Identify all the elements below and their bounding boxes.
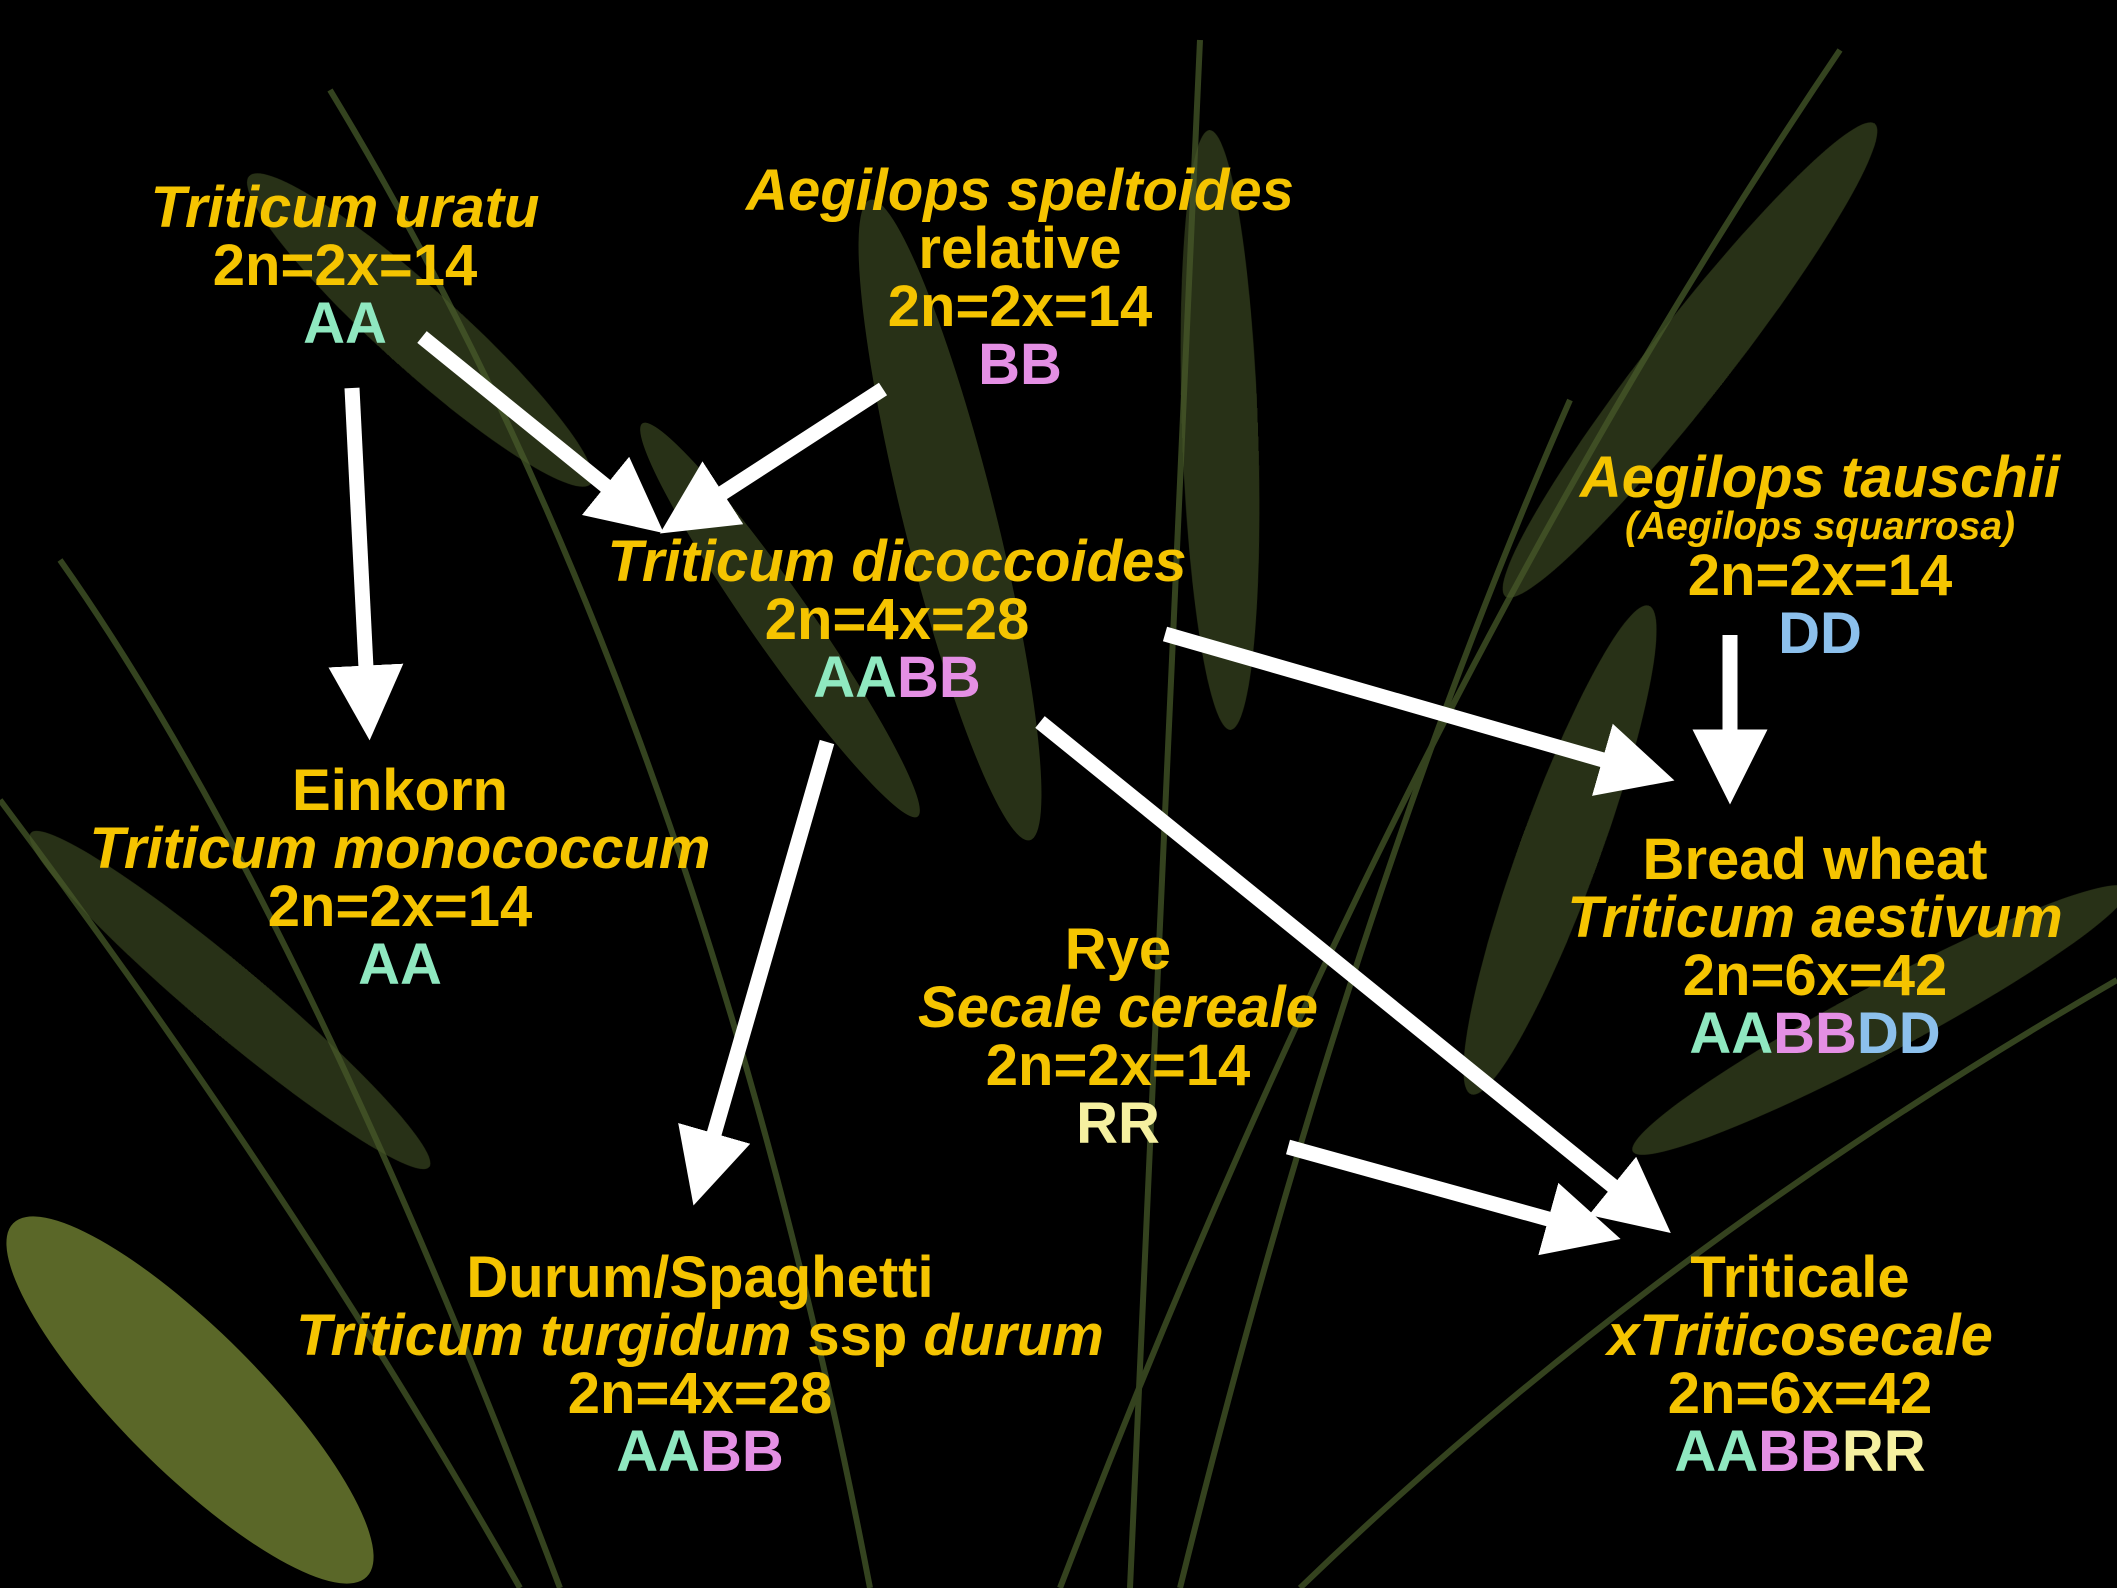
node-chromosomes: 2n=4x=28 (296, 1365, 1104, 1423)
node-title: Triticum monococcum (90, 820, 711, 878)
arrow-speltoides-to-dicoccoides (704, 389, 883, 505)
node-chromosomes: 2n=4x=28 (607, 591, 1186, 649)
node-chromosomes: 2n=2x=14 (1580, 547, 2060, 605)
node-triticum-dicoccoides: Triticum dicoccoides 2n=4x=28 AABB (607, 533, 1186, 707)
node-chromosomes: 2n=2x=14 (90, 878, 711, 936)
arrow-dicoccoides-to-durum (708, 742, 827, 1155)
node-common-name: Bread wheat (1567, 831, 2062, 889)
arrow-urartu-to-dicoccoides (422, 337, 623, 500)
node-common-name: Durum/Spaghetti (296, 1249, 1104, 1307)
arrow-dicoccoides-to-bread-wheat (1165, 634, 1624, 766)
genome-label: DD (1580, 605, 2060, 663)
node-triticale: Triticale xTriticosecale 2n=6x=42 AABBRR (1607, 1249, 1993, 1481)
node-chromosomes: 2n=2x=14 (746, 278, 1294, 336)
genome-label: AABBDD (1567, 1005, 2062, 1063)
node-title: Aegilops tauschii (1580, 449, 2060, 507)
arrow-urartu-to-einkorn (352, 388, 367, 688)
node-title: Aegilops speltoides (746, 162, 1294, 220)
node-common-name: Rye (918, 921, 1318, 979)
genome-label: BB (746, 336, 1294, 394)
node-common-name: Einkorn (90, 762, 711, 820)
node-title: Triticum uratu (151, 179, 540, 237)
node-aegilops-speltoides: Aegilops speltoides relative 2n=2x=14 BB (746, 162, 1294, 394)
genome-label: AA (151, 295, 540, 353)
genome-label: AABB (607, 649, 1186, 707)
genome-label: AABB (296, 1423, 1104, 1481)
node-chromosomes: 2n=6x=42 (1567, 947, 2062, 1005)
node-rye: Rye Secale cereale 2n=2x=14 RR (918, 921, 1318, 1153)
node-common-name: Triticale (1607, 1249, 1993, 1307)
node-title: Triticum dicoccoides (607, 533, 1186, 591)
node-triticum-urartu: Triticum uratu 2n=2x=14 AA (151, 179, 540, 353)
node-durum: Durum/Spaghetti Triticum turgidum ssp du… (296, 1249, 1104, 1481)
node-title: xTriticosecale (1607, 1307, 1993, 1365)
genome-label: AABBRR (1607, 1423, 1993, 1481)
node-chromosomes: 2n=6x=42 (1607, 1365, 1993, 1423)
node-title: Triticum turgidum ssp durum (296, 1307, 1104, 1365)
node-title: Triticum aestivum (1567, 889, 2062, 947)
node-bread-wheat: Bread wheat Triticum aestivum 2n=6x=42 A… (1567, 831, 2062, 1063)
node-synonym: (Aegilops squarrosa) (1580, 507, 2060, 547)
arrow-rye-to-triticale (1288, 1147, 1570, 1225)
genome-label: AA (90, 936, 711, 994)
node-chromosomes: 2n=2x=14 (918, 1037, 1318, 1095)
node-aegilops-tauschii: Aegilops tauschii (Aegilops squarrosa) 2… (1580, 449, 2060, 663)
node-einkorn: Einkorn Triticum monococcum 2n=2x=14 AA (90, 762, 711, 994)
node-subtitle: relative (746, 220, 1294, 278)
node-chromosomes: 2n=2x=14 (151, 237, 540, 295)
genome-label: RR (918, 1095, 1318, 1153)
node-title: Secale cereale (918, 979, 1318, 1037)
